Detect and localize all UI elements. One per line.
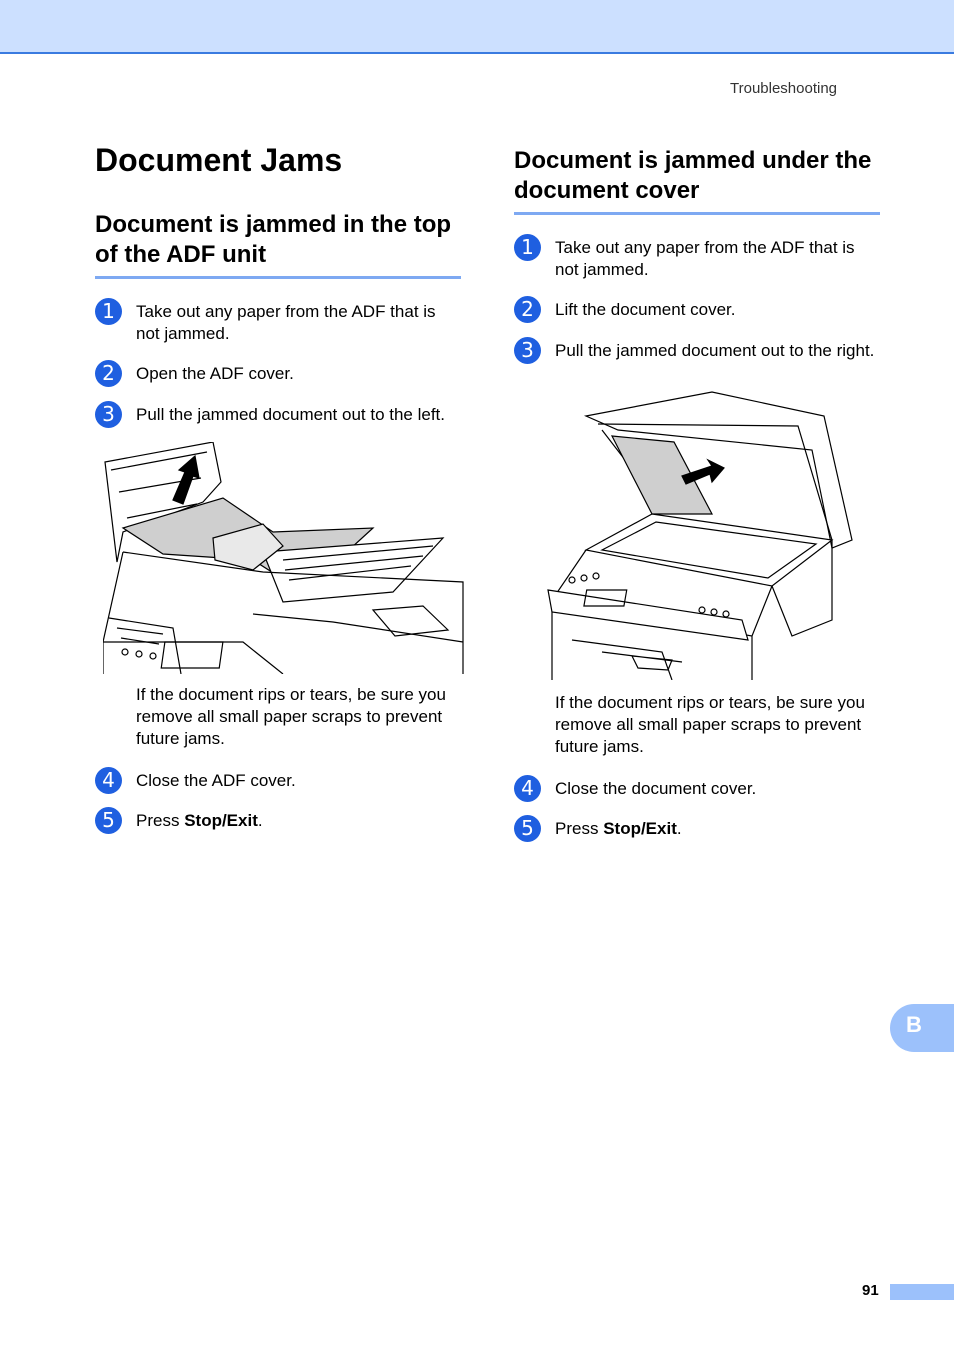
appendix-tab: B [890, 1004, 954, 1052]
left-note: If the document rips or tears, be sure y… [136, 685, 446, 748]
document-cover-jam-illustration [547, 391, 853, 680]
step-number-badge: 2 [95, 360, 122, 387]
step-text: Lift the document cover. [555, 300, 736, 319]
right-note: If the document rips or tears, be sure y… [555, 693, 865, 756]
left-step-4: 4 Close the ADF cover. [95, 767, 461, 794]
left-steps: 1 Take out any paper from the ADF that i… [95, 298, 461, 428]
right-steps: 1 Take out any paper from the ADF that i… [514, 234, 880, 364]
step-text-prefix: Press [136, 811, 185, 830]
right-step-5: 5 Press Stop/Exit. [514, 815, 880, 842]
step-text-prefix: Press [555, 819, 604, 838]
step-number-badge: 5 [514, 815, 541, 842]
top-color-band [0, 0, 954, 54]
step-text: Close the document cover. [555, 779, 757, 798]
adf-jam-illustration [103, 442, 464, 674]
left-step-2: 2 Open the ADF cover. [95, 360, 461, 387]
right-step-3: 3 Pull the jammed document out to the ri… [514, 337, 880, 364]
step-number-badge: 2 [514, 296, 541, 323]
step-number-badge: 1 [95, 298, 122, 325]
step-text: Open the ADF cover. [136, 364, 294, 383]
right-step-1: 1 Take out any paper from the ADF that i… [514, 234, 880, 281]
step-number-badge: 4 [514, 775, 541, 802]
right-section-heading: Document is jammed under the document co… [514, 146, 880, 215]
stop-exit-key-label: Stop/Exit [184, 811, 258, 830]
right-step-4: 4 Close the document cover. [514, 775, 880, 802]
right-column: Document is jammed under the document co… [514, 146, 880, 842]
step-number-badge: 3 [514, 337, 541, 364]
left-steps-after: 4 Close the ADF cover. 5 Press Stop/Exit… [95, 767, 461, 834]
right-steps-after: 4 Close the document cover. 5 Press Stop… [514, 775, 880, 842]
step-text-suffix: . [257, 811, 263, 830]
left-column: Document is jammed in the top of the ADF… [95, 210, 464, 834]
step-number-badge: 3 [95, 401, 122, 428]
step-number-badge: 5 [95, 807, 122, 834]
step-text: Take out any paper from the ADF that is … [555, 238, 855, 279]
appendix-tab-letter: B [906, 1012, 922, 1037]
left-step-3: 3 Pull the jammed document out to the le… [95, 401, 461, 428]
stop-exit-key-label: Stop/Exit [603, 819, 677, 838]
page-title: Document Jams [95, 142, 343, 178]
step-number-badge: 4 [95, 767, 122, 794]
step-text: Take out any paper from the ADF that is … [136, 302, 436, 343]
left-step-5: 5 Press Stop/Exit. [95, 807, 461, 834]
step-text: Pull the jammed document out to the righ… [555, 341, 875, 360]
running-header: Troubleshooting [730, 80, 838, 97]
left-section-heading: Document is jammed in the top of the ADF… [95, 210, 461, 279]
left-step-1: 1 Take out any paper from the ADF that i… [95, 298, 461, 345]
step-number-badge: 1 [514, 234, 541, 261]
step-text: Close the ADF cover. [136, 771, 296, 790]
page-number-bar [890, 1284, 954, 1300]
right-step-2: 2 Lift the document cover. [514, 296, 880, 323]
step-text-suffix: . [676, 819, 682, 838]
step-text: Pull the jammed document out to the left… [136, 405, 446, 424]
page-number: 91 [862, 1282, 879, 1299]
